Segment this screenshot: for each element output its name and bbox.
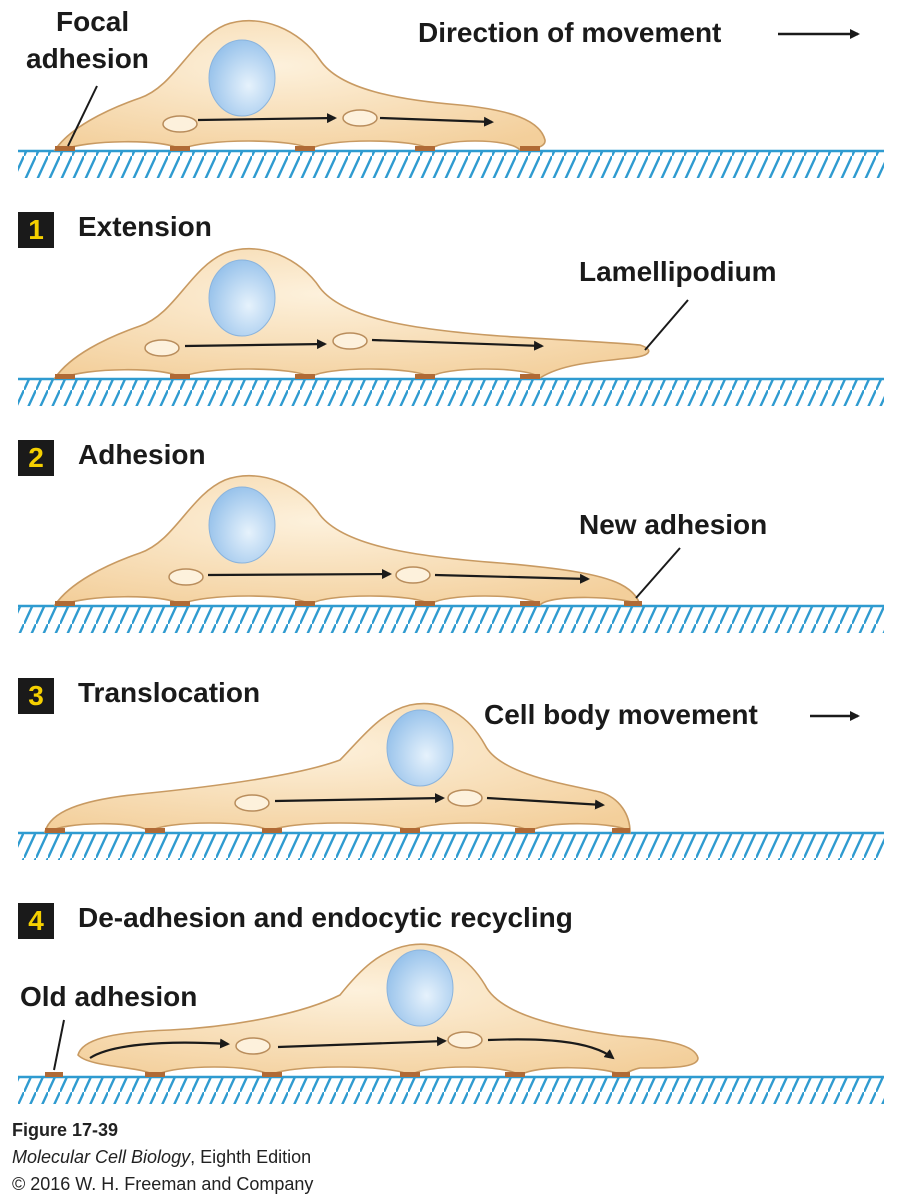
transport-arrow: [371, 338, 544, 351]
focal-adhesion: [55, 601, 75, 606]
step-title-4: De-adhesion and endocytic recycling: [78, 902, 573, 933]
focal-adhesion: [145, 828, 165, 833]
panel-initial: [18, 20, 884, 178]
focal-adhesion: [505, 1072, 525, 1077]
vesicle: [162, 115, 198, 133]
vesicle: [235, 1037, 271, 1055]
focal-adhesion: [55, 146, 75, 151]
vesicle: [144, 339, 180, 357]
focal-label-line1: Focal: [56, 6, 130, 37]
lamellipodium-label: Lamellipodium: [579, 256, 777, 287]
focal-adhesion: [415, 374, 435, 379]
transport-arrow: [379, 116, 494, 127]
substrate-hatch: [18, 607, 884, 633]
vesicle: [395, 566, 431, 584]
book-title: Molecular Cell Biology, Eighth Edition: [12, 1148, 311, 1166]
cell-body: [53, 475, 642, 607]
cell-body: [53, 248, 650, 380]
substrate-hatch: [18, 380, 884, 406]
copyright: © 2016 W. H. Freeman and Company: [12, 1174, 314, 1194]
step-title-3: Translocation: [78, 677, 261, 708]
focal-adhesion: [400, 828, 420, 833]
focal-adhesion: [415, 601, 435, 606]
transport-arrow: [197, 113, 337, 124]
focal-adhesion: [520, 601, 540, 606]
transport-arrow: [207, 569, 392, 580]
cell-body: [43, 702, 631, 835]
new-adhesion: [624, 601, 642, 606]
nucleus: [386, 709, 454, 787]
book-title-italic: Molecular Cell Biology: [12, 1147, 191, 1167]
focal-adhesion: [295, 146, 315, 151]
focal-adhesion: [262, 828, 282, 833]
step-badge-1: 1: [18, 212, 54, 248]
figure-number: Figure 17-39: [12, 1120, 119, 1140]
focal-adhesion: [145, 1072, 165, 1077]
lamellipodium-pointer: [644, 299, 689, 351]
substrate-hatch: [18, 152, 884, 178]
transport-arrow: [434, 573, 590, 584]
focal-label-line2: adhesion: [26, 43, 149, 74]
focal-adhesion: [295, 374, 315, 379]
focal-adhesion: [520, 374, 540, 379]
focal-adhesion: [295, 601, 315, 606]
step-badge-3: 3: [18, 678, 54, 714]
vesicle: [447, 789, 483, 807]
step-title-2: Adhesion: [78, 439, 206, 470]
nucleus: [208, 486, 276, 564]
transport-arrow: [487, 1038, 615, 1060]
step-badge-2: 2: [18, 440, 54, 476]
focal-adhesion: [55, 374, 75, 379]
cell-body-movement-label: Cell body movement: [484, 699, 758, 730]
focal-adhesion: [612, 828, 630, 833]
transport-arrow: [277, 1036, 447, 1049]
nucleus: [386, 949, 454, 1027]
vesicle: [342, 109, 378, 127]
nucleus: [208, 259, 276, 337]
step-badge-4: 4: [18, 903, 54, 939]
old-adhesion-label: Old adhesion: [20, 981, 198, 1012]
focal-adhesion: [520, 146, 540, 151]
focal-adhesion: [170, 374, 190, 379]
vesicle: [447, 1031, 483, 1049]
new-adhesion-label: New adhesion: [579, 509, 768, 540]
panel-de-adhesion: [18, 943, 884, 1104]
substrate-hatch: [18, 834, 884, 860]
focal-adhesion: [515, 828, 535, 833]
substrate-hatch: [18, 1078, 884, 1104]
focal-adhesion: [612, 1072, 630, 1077]
vesicle: [332, 332, 368, 350]
nucleus: [208, 39, 276, 117]
focal-adhesion-pointer: [67, 85, 98, 147]
panel-adhesion: [18, 475, 884, 633]
focal-adhesion: [170, 601, 190, 606]
transport-arrow: [184, 339, 327, 350]
focal-adhesion: [170, 146, 190, 151]
new-adhesion-pointer: [635, 547, 681, 599]
step-title-1: Extension: [78, 211, 212, 242]
vesicle: [234, 794, 270, 812]
focal-adhesion: [415, 146, 435, 151]
old-adhesion: [45, 1072, 63, 1077]
vesicle: [168, 568, 204, 586]
direction-of-movement-label: Direction of movement: [418, 17, 722, 48]
focal-adhesion: [262, 1072, 282, 1077]
book-edition: , Eighth Edition: [190, 1147, 312, 1167]
panel-extension: [18, 248, 884, 406]
focal-adhesion: [400, 1072, 420, 1077]
recycling-arrow: [89, 1038, 230, 1059]
transport-arrow: [486, 796, 605, 810]
transport-arrow: [274, 793, 445, 804]
focal-adhesion: [45, 828, 65, 833]
old-adhesion-pointer: [53, 1019, 65, 1071]
panel-translocation: [18, 702, 884, 860]
